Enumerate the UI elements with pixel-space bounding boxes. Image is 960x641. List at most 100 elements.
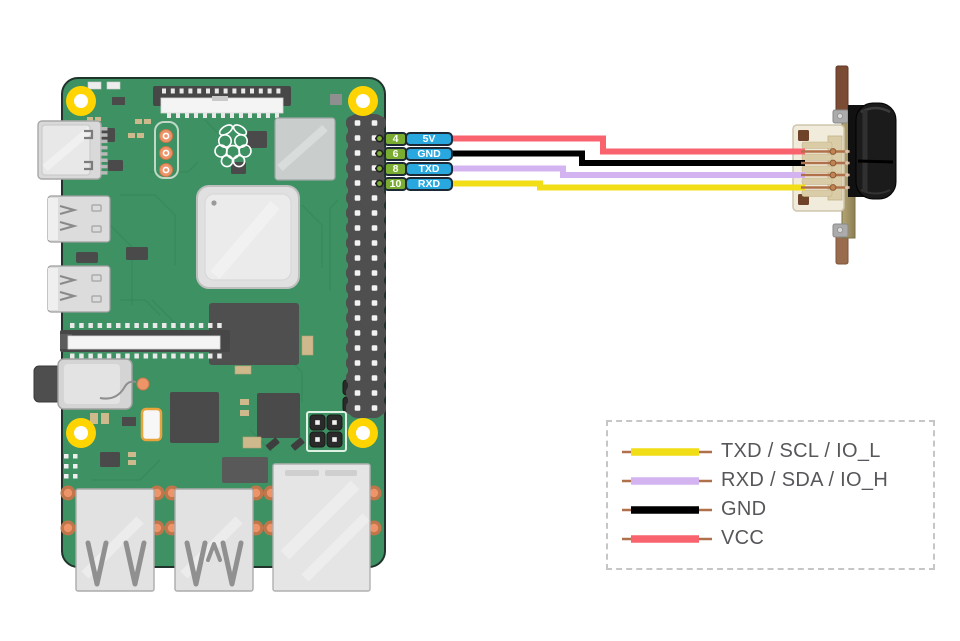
wire-swatch-vcc bbox=[622, 534, 712, 543]
pin-number-badge: 10 bbox=[384, 176, 407, 191]
pin-label-4: 4 5V bbox=[384, 131, 453, 146]
connector-tooth bbox=[275, 112, 279, 118]
ethernet-port bbox=[272, 463, 371, 592]
gpio-pin bbox=[354, 390, 361, 396]
through-hole bbox=[63, 488, 73, 498]
connector-tooth bbox=[208, 353, 213, 359]
pin-signal-badge: GND bbox=[405, 146, 453, 161]
gpio-pin bbox=[371, 390, 378, 396]
usb-stack-1 bbox=[75, 488, 155, 592]
connector-tooth bbox=[217, 353, 222, 359]
pin-number-badge: 4 bbox=[384, 131, 407, 146]
connector-tooth bbox=[258, 88, 263, 94]
gpio-pin bbox=[371, 375, 378, 381]
sensor-connector-housing bbox=[792, 124, 845, 212]
pin-signal-badge: TXD bbox=[405, 161, 453, 176]
connector-tooth bbox=[185, 112, 189, 118]
crystal-oscillator bbox=[140, 407, 163, 442]
sensor-pin-tip bbox=[845, 149, 849, 154]
connector-tooth bbox=[212, 112, 216, 118]
header-pin-tip bbox=[315, 437, 320, 442]
connector-tooth bbox=[106, 353, 112, 359]
wire-swatch-txd bbox=[622, 447, 712, 456]
transistor bbox=[290, 437, 305, 451]
gpio-pin bbox=[371, 210, 378, 216]
sensor-pin-joint bbox=[829, 184, 837, 191]
gpio-pin bbox=[354, 300, 361, 306]
sensor-connector-pins bbox=[801, 148, 850, 191]
header-pin-tip bbox=[332, 437, 337, 442]
pin-number-badge: 6 bbox=[384, 146, 407, 161]
sensor-pin-tip bbox=[845, 185, 849, 190]
small-chip bbox=[126, 247, 148, 260]
gpio-pin bbox=[371, 240, 378, 246]
gpio-pin bbox=[354, 360, 361, 366]
hdmi-tooth bbox=[100, 152, 108, 156]
pin-signal-badge: RXD bbox=[405, 176, 453, 191]
connector-tooth bbox=[116, 353, 121, 359]
mounting-hole bbox=[348, 418, 378, 448]
connector-tooth bbox=[167, 112, 171, 118]
connector-tooth bbox=[97, 353, 103, 359]
bracket-tab bbox=[832, 223, 849, 238]
connector-tooth bbox=[217, 323, 222, 328]
connector-tooth bbox=[239, 112, 243, 118]
legend-box: TXD / SCL / IO_L RXD / SDA / IO_H GND VC… bbox=[606, 420, 935, 570]
connector-tooth bbox=[70, 353, 75, 359]
wires bbox=[448, 135, 805, 191]
audio-jack bbox=[33, 358, 150, 410]
wire-rxd bbox=[448, 180, 805, 191]
gpio-header bbox=[346, 114, 386, 418]
usb-controller-chip bbox=[170, 392, 219, 443]
header-pin-tip bbox=[315, 420, 320, 425]
gpio-pin bbox=[354, 270, 361, 276]
gpio-pin bbox=[354, 210, 361, 216]
pin-callout-dots bbox=[375, 134, 385, 188]
through-hole bbox=[152, 488, 162, 498]
hdmi-tooth bbox=[100, 145, 108, 150]
raspberry-logo bbox=[214, 124, 252, 168]
sensor-pin-joint bbox=[829, 159, 837, 167]
hdmi-tooth bbox=[100, 127, 108, 131]
capacitor bbox=[301, 335, 314, 356]
connector-tooth bbox=[206, 88, 210, 94]
gpio-pin bbox=[354, 255, 361, 261]
connector-tooth bbox=[180, 353, 185, 359]
connector-tooth bbox=[162, 88, 166, 94]
mounting-hole bbox=[348, 86, 378, 116]
connector-tooth bbox=[125, 353, 130, 359]
legend-item-rxd: RXD / SDA / IO_H bbox=[608, 466, 933, 495]
connector-tooth bbox=[188, 88, 193, 94]
gpio-pin bbox=[371, 285, 378, 291]
copper-pad bbox=[164, 151, 168, 155]
gpio-pin bbox=[371, 345, 378, 351]
connector-tooth bbox=[180, 323, 185, 328]
connector-tooth bbox=[170, 88, 175, 94]
sensor-pin-joint bbox=[829, 148, 837, 155]
usb-stack-2 bbox=[174, 488, 254, 592]
legend-label: VCC bbox=[721, 527, 765, 549]
through-hole bbox=[369, 523, 379, 533]
connector-tooth bbox=[250, 88, 254, 94]
connector-tooth bbox=[267, 88, 272, 94]
hdmi-tooth bbox=[100, 171, 108, 175]
copper-pad bbox=[164, 168, 168, 172]
gpio-pin bbox=[354, 240, 361, 246]
legend-label: RXD / SDA / IO_H bbox=[721, 469, 889, 491]
connector-tooth bbox=[257, 112, 261, 118]
hdmi-tooth bbox=[100, 158, 108, 162]
gpio-pin bbox=[354, 285, 361, 291]
sensor-pin-joint bbox=[829, 171, 837, 179]
hdmi-port bbox=[37, 120, 108, 180]
connector-tooth bbox=[179, 88, 184, 94]
gpio-pin bbox=[371, 360, 378, 366]
header-pin-tip bbox=[332, 420, 337, 425]
gpio-pin bbox=[354, 405, 361, 411]
connector-tooth bbox=[266, 112, 270, 118]
dsi-connector bbox=[153, 86, 291, 118]
connector-tooth bbox=[189, 353, 195, 359]
pin-label-6: 6 GND bbox=[384, 146, 453, 161]
connector-tooth bbox=[106, 323, 112, 328]
wire-gnd bbox=[448, 150, 805, 166]
